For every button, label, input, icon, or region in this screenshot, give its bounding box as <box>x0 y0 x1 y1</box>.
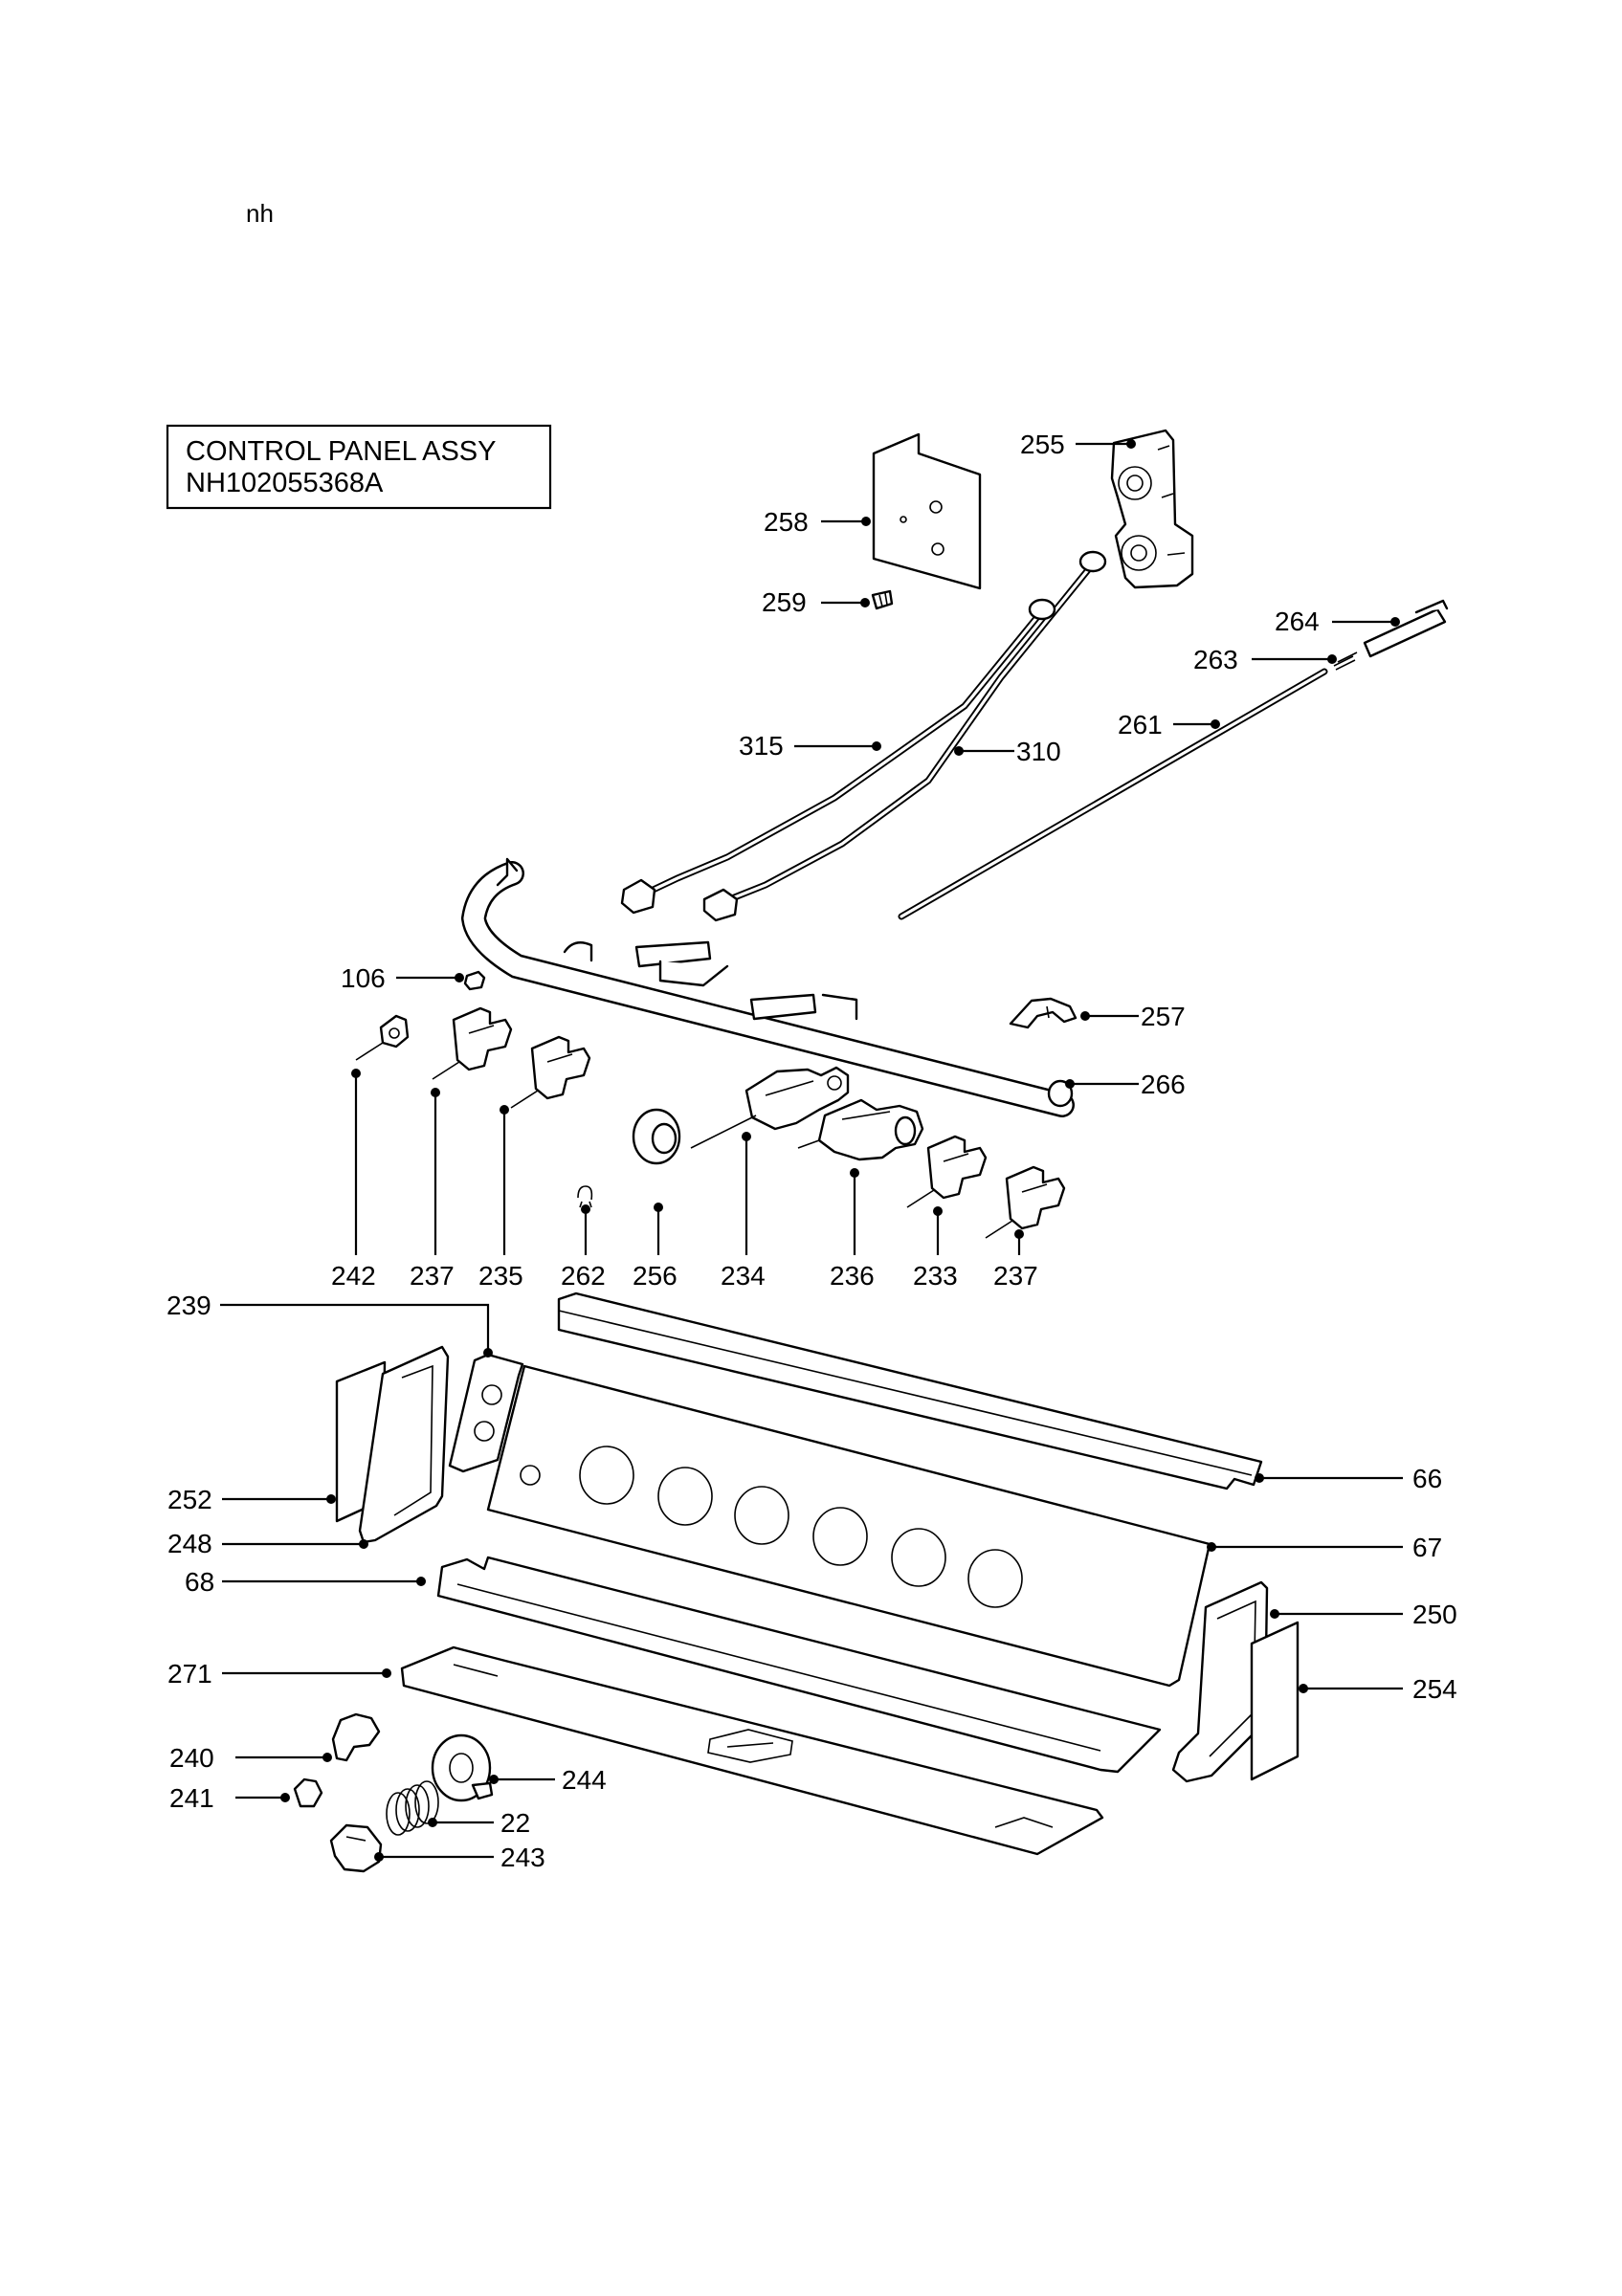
callout-236: 236 <box>830 1261 875 1291</box>
callout-242: 242 <box>331 1261 376 1291</box>
corner-text: nh <box>246 199 274 228</box>
part-240-knob <box>331 1712 381 1762</box>
part-248-end-cap-left <box>358 1345 450 1544</box>
callout-labels: 255 258 259 264 263 261 315 310 106 257 … <box>167 430 1457 1872</box>
callout-252: 252 <box>167 1485 212 1514</box>
callout-234: 234 <box>721 1261 766 1291</box>
part-234-valve-body <box>690 1066 850 1149</box>
callout-259: 259 <box>762 587 807 617</box>
callout-leaders <box>220 439 1403 1862</box>
part-241-cap <box>293 1777 323 1808</box>
part-262-clip <box>577 1185 593 1208</box>
part-66-top-trim <box>557 1292 1263 1490</box>
callout-22: 22 <box>500 1808 530 1838</box>
callout-262: 262 <box>561 1261 606 1291</box>
callout-263: 263 <box>1193 645 1238 674</box>
callout-237-right: 237 <box>993 1261 1038 1291</box>
callout-315: 315 <box>739 731 784 761</box>
part-257-clip <box>1009 997 1078 1029</box>
part-67-fascia-panel <box>486 1364 1211 1688</box>
part-258-bracket <box>872 432 982 590</box>
callout-243: 243 <box>500 1843 545 1872</box>
assembly-number: NH102055368A <box>186 468 384 498</box>
assembly-title: CONTROL PANEL ASSY <box>186 436 496 467</box>
callout-310: 310 <box>1016 737 1061 766</box>
callout-68: 68 <box>185 1567 214 1597</box>
parts-drawings <box>293 429 1449 1873</box>
part-256-ring <box>632 1108 681 1165</box>
callout-250: 250 <box>1412 1600 1457 1629</box>
part-106-nut <box>463 970 486 991</box>
part-259-screw <box>871 589 894 610</box>
part-239-panel <box>448 1353 524 1473</box>
callout-264: 264 <box>1275 607 1320 636</box>
callout-244: 244 <box>562 1765 607 1795</box>
callout-66: 66 <box>1412 1464 1442 1493</box>
part-22-spring <box>386 1780 439 1836</box>
callout-248: 248 <box>167 1529 212 1558</box>
title-box-frame <box>166 424 552 510</box>
callout-258: 258 <box>764 507 809 537</box>
part-261-263-264-wire <box>898 599 1449 920</box>
part-236-valve <box>797 1098 924 1161</box>
part-254-side-plate-right <box>1250 1621 1300 1781</box>
part-243-knob <box>329 1823 383 1873</box>
callout-255: 255 <box>1020 430 1065 459</box>
callout-261: 261 <box>1118 710 1163 740</box>
title-box: CONTROL PANEL ASSY NH102055368A <box>166 424 552 510</box>
callout-240: 240 <box>169 1743 214 1773</box>
callout-106: 106 <box>341 963 386 993</box>
part-315-310-gas-tubes <box>620 550 1107 922</box>
part-244-dial-disc <box>431 1733 494 1802</box>
part-235-tap <box>510 1035 591 1109</box>
callout-239: 239 <box>167 1291 211 1320</box>
part-68-lower-trim <box>436 1556 1162 1774</box>
callout-233: 233 <box>913 1261 958 1291</box>
callout-266: 266 <box>1141 1070 1186 1099</box>
callout-271: 271 <box>167 1659 212 1689</box>
part-237-tap-left <box>432 1006 513 1080</box>
callout-235: 235 <box>478 1261 523 1291</box>
part-242-tap <box>355 1014 410 1061</box>
part-271-bottom-panel <box>400 1645 1104 1856</box>
callout-237-left: 237 <box>410 1261 455 1291</box>
part-237-tap-right <box>985 1165 1066 1239</box>
callout-256: 256 <box>633 1261 678 1291</box>
callout-241: 241 <box>169 1783 214 1813</box>
callout-67: 67 <box>1412 1533 1442 1562</box>
callout-257: 257 <box>1141 1002 1186 1031</box>
part-manifold-rail <box>460 857 1075 1117</box>
part-233-tap <box>906 1135 988 1208</box>
callout-254: 254 <box>1412 1674 1457 1704</box>
part-255-valve-block <box>1110 429 1194 589</box>
